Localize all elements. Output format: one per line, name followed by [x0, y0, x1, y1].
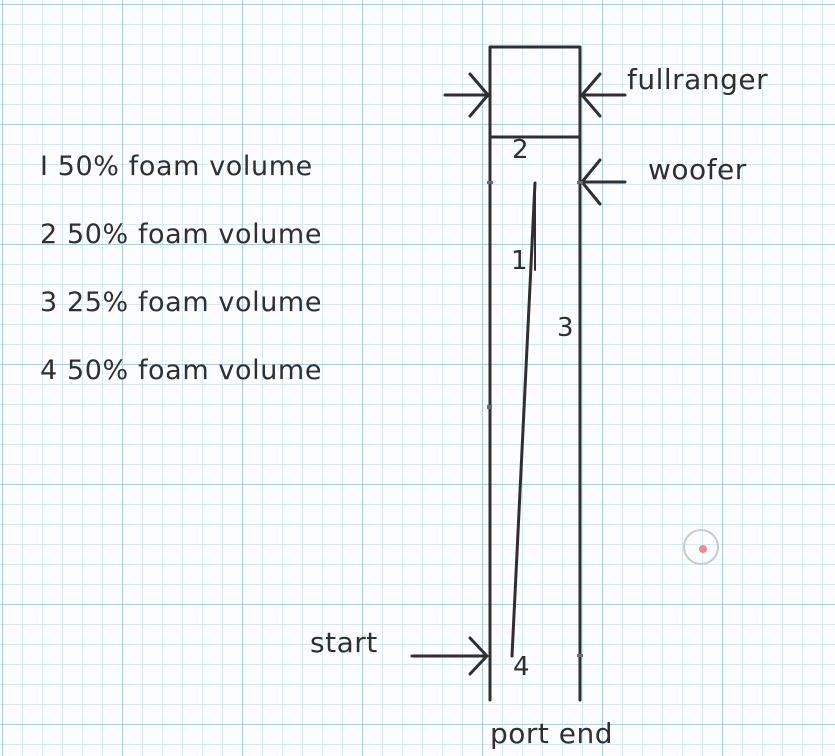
foam-volume-legend: I 50% foam volume 2 50% foam volume 3 25…: [40, 150, 322, 422]
fullranger-arrow-left-icon: [443, 72, 490, 118]
woofer-arrow-icon: [580, 158, 627, 206]
legend-item: 2 50% foam volume: [40, 219, 323, 250]
legend-item: 3 25% foam volume: [40, 287, 323, 318]
pointer-cursor-ring: [683, 529, 719, 565]
pointer-cursor-dot: [699, 545, 707, 553]
wall-tick: [577, 181, 583, 184]
fullranger-chamber: [488, 45, 582, 139]
fullranger-arrow-right-icon: [580, 72, 627, 118]
port-end-label: port end: [490, 717, 614, 750]
start-label: start: [310, 626, 378, 659]
start-arrow-icon: [410, 636, 489, 676]
internal-divider: [510, 181, 537, 658]
section-number-1: 1: [511, 246, 529, 276]
woofer-label: woofer: [648, 153, 747, 186]
legend-item: 4 50% foam volume: [40, 355, 323, 386]
section-number-4: 4: [513, 652, 531, 682]
legend-item: I 50% foam volume: [40, 151, 313, 182]
section-number-3: 3: [557, 313, 575, 343]
section-number-2: 2: [512, 135, 530, 165]
fullranger-label: fullranger: [627, 63, 769, 96]
wall-tick: [487, 405, 492, 409]
wall-tick: [487, 181, 493, 184]
wall-tick: [577, 654, 583, 657]
